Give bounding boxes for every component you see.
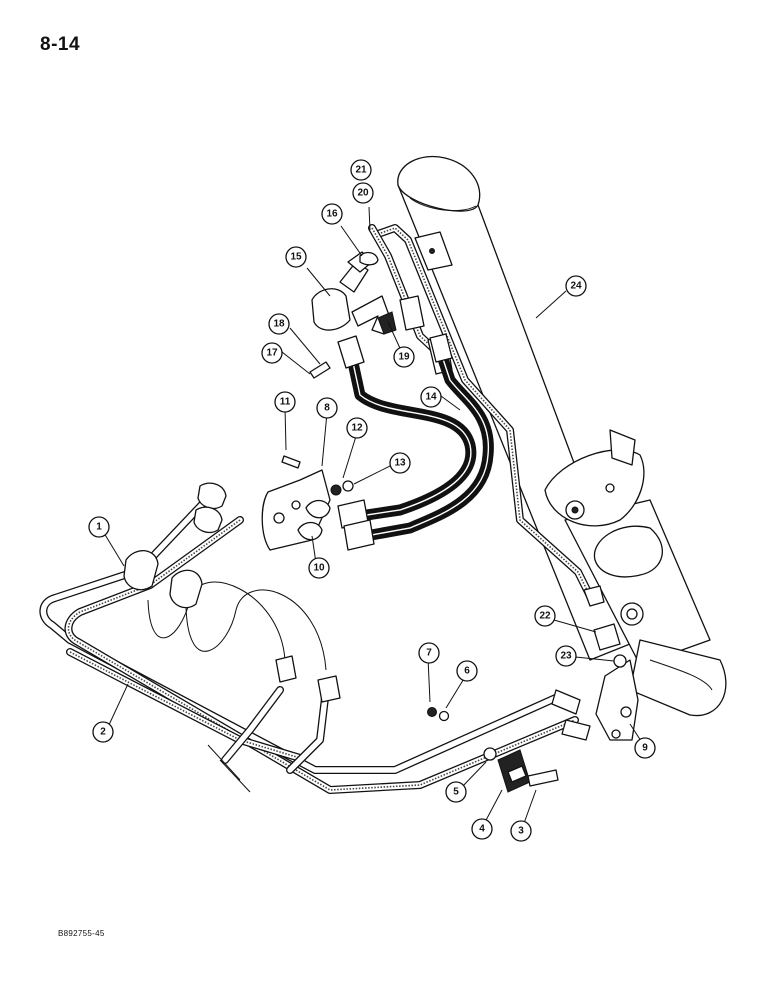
svg-text:13: 13 <box>394 458 406 469</box>
lower-tube-bundle <box>39 482 639 794</box>
callout-14: 14 <box>420 386 442 408</box>
callout-19: 19 <box>393 346 415 368</box>
callout-3: 3 <box>510 820 532 842</box>
svg-text:14: 14 <box>425 392 437 403</box>
callout-8: 8 <box>316 397 338 419</box>
callout-9: 9 <box>634 737 656 759</box>
svg-text:19: 19 <box>398 352 410 363</box>
leader-lines <box>103 206 644 827</box>
svg-text:21: 21 <box>355 165 367 176</box>
svg-text:2: 2 <box>100 727 106 738</box>
figure-code: B892755-45 <box>58 929 105 938</box>
upper-fittings <box>309 251 397 379</box>
callout-2: 2 <box>92 721 114 743</box>
callout-6: 6 <box>456 660 478 682</box>
callout-10: 10 <box>308 557 330 579</box>
callout-15: 15 <box>285 246 307 268</box>
svg-text:15: 15 <box>290 252 302 263</box>
svg-text:10: 10 <box>313 563 325 574</box>
hydraulic-cylinder <box>397 156 727 717</box>
callout-1: 1 <box>88 516 110 538</box>
steel-tube-upper <box>368 224 605 607</box>
svg-text:8: 8 <box>324 403 330 414</box>
callout-4: 4 <box>471 818 493 840</box>
callout-24: 24 <box>565 275 587 297</box>
page-number: 8-14 <box>40 34 81 55</box>
callout-22: 22 <box>534 605 556 627</box>
callout-16: 16 <box>321 203 343 225</box>
svg-text:16: 16 <box>326 209 338 220</box>
svg-text:17: 17 <box>266 348 278 359</box>
svg-text:11: 11 <box>280 397 291 408</box>
bracket-assembly <box>261 455 354 551</box>
svg-text:23: 23 <box>560 651 572 662</box>
svg-text:24: 24 <box>570 281 582 292</box>
svg-text:6: 6 <box>464 666 470 677</box>
svg-text:3: 3 <box>518 826 524 837</box>
callout-7: 7 <box>418 642 440 664</box>
callout-20: 20 <box>352 182 374 204</box>
callout-5: 5 <box>445 781 467 803</box>
callout-21: 21 <box>350 159 372 181</box>
callout-11: 11 <box>274 391 296 413</box>
svg-text:9: 9 <box>642 743 648 754</box>
callout-18: 18 <box>268 313 290 335</box>
callout-17: 17 <box>261 342 283 364</box>
svg-text:12: 12 <box>351 423 363 434</box>
callout-13: 13 <box>389 452 411 474</box>
svg-text:20: 20 <box>357 188 369 199</box>
hydraulic-hoses <box>337 333 494 551</box>
svg-text:18: 18 <box>273 319 285 330</box>
callout-12: 12 <box>346 417 368 439</box>
svg-text:22: 22 <box>539 611 551 622</box>
svg-text:7: 7 <box>426 648 432 659</box>
svg-text:4: 4 <box>479 824 485 835</box>
callout-23: 23 <box>555 645 577 667</box>
svg-text:5: 5 <box>453 787 459 798</box>
svg-text:1: 1 <box>96 522 102 533</box>
